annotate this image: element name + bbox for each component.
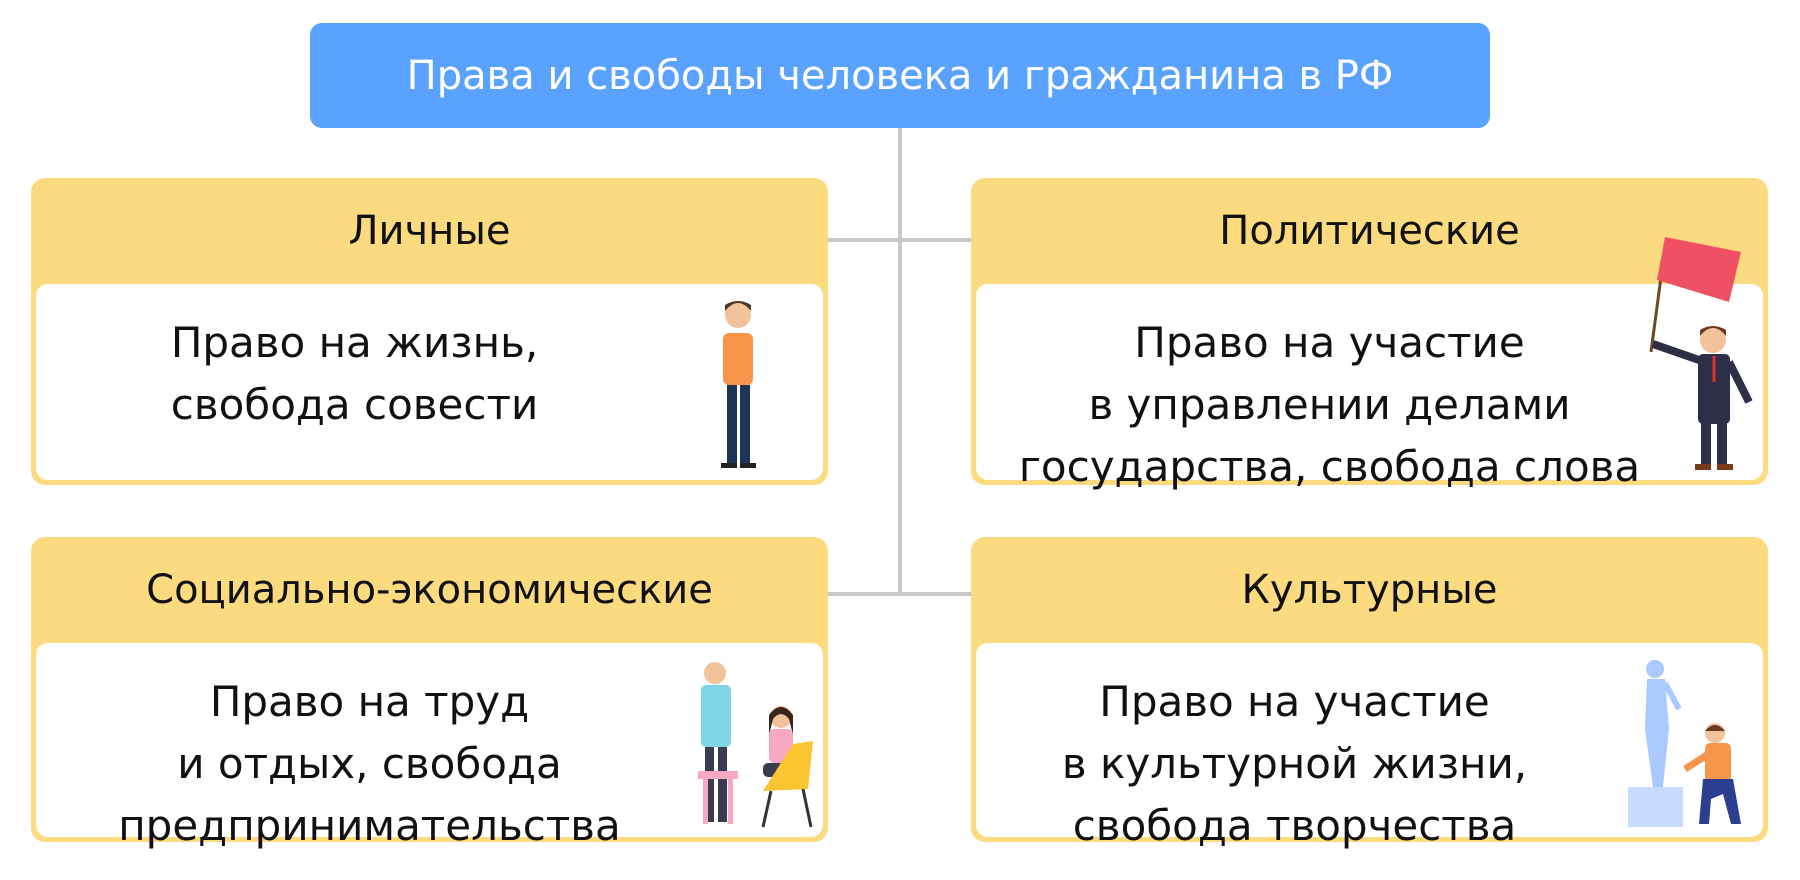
connector-bottom: [828, 592, 971, 596]
card-personal: Личные Право на жизнь, свобода совести: [31, 178, 828, 485]
man-with-flag-icon: [1649, 237, 1753, 470]
card-text: Право на труд и отдых, свобода предприни…: [118, 677, 621, 850]
card-header: Культурные: [1241, 567, 1498, 613]
card-socio-economic: Социально-экономические Право на труд и …: [31, 537, 828, 850]
standing-man-icon: [721, 301, 756, 468]
card-text: Право на участие в культурной жизни, сво…: [1061, 677, 1528, 850]
card-header: Политические: [1219, 208, 1520, 254]
diagram-title: Права и свободы человека и гражданина в …: [310, 23, 1490, 128]
sculptor-icon: [1628, 660, 1741, 827]
card-header: Личные: [348, 208, 511, 254]
card-cultural: Культурные Право на участие в культурной…: [971, 537, 1768, 850]
card-political: Политические Право на участие в управлен…: [971, 178, 1768, 491]
business-people-icon: [698, 662, 813, 828]
card-header: Социально-экономические: [146, 567, 713, 613]
connector-top: [828, 238, 971, 242]
connector-vertical: [898, 128, 902, 596]
card-text: Право на жизнь, свобода совести: [170, 318, 539, 429]
card-text: Право на участие в управлении делами гос…: [1018, 318, 1641, 491]
